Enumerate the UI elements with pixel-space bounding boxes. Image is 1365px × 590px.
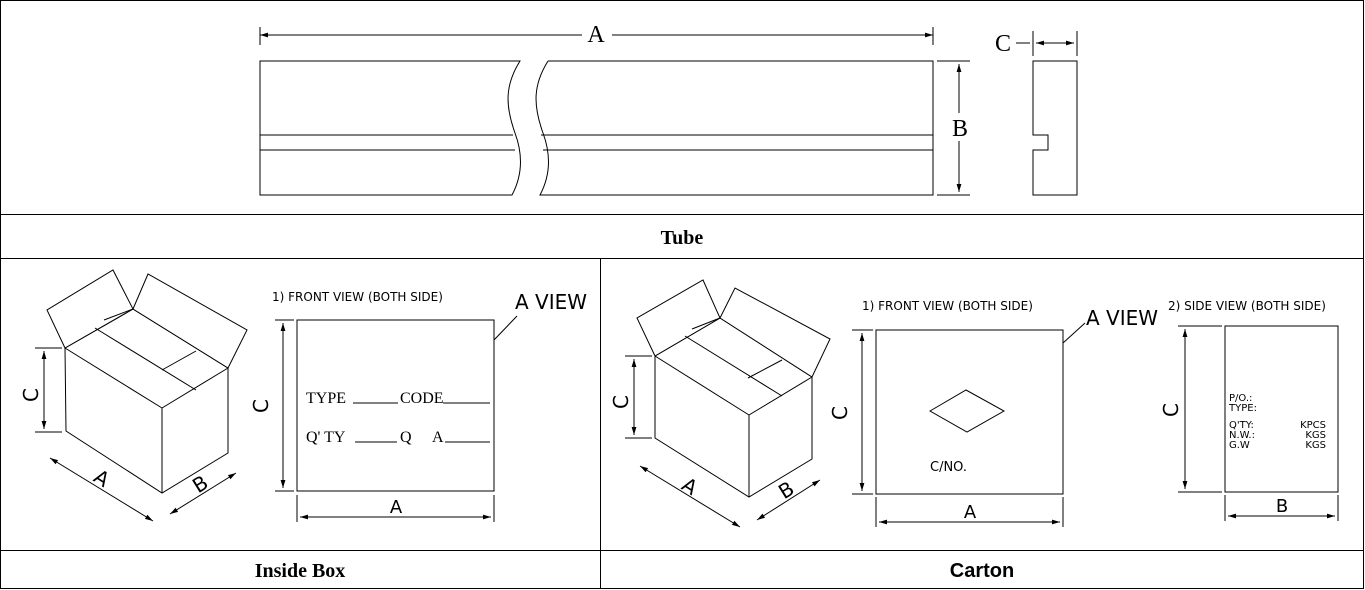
carton-side-dim-c: C — [1159, 403, 1183, 417]
inside-box-a-view-label: A VIEW — [515, 290, 587, 314]
tube-drawing: A B C — [259, 22, 1078, 196]
carton-side-unit-nw: KGS — [1305, 430, 1326, 441]
inside-box-a-label: A — [432, 429, 444, 446]
carton-iso-b: B — [774, 476, 798, 504]
inside-box-caption: Inside Box — [255, 560, 346, 582]
carton-side-line-gw: G.W — [1229, 440, 1250, 451]
carton-diamond-mark — [928, 389, 1006, 433]
carton-side-line-type: TYPE: — [1228, 403, 1257, 414]
carton-iso-c: C — [609, 395, 633, 409]
carton-drawing: C A B 1) FRONT VIEW (BOTH SIDE) A VIEW C… — [609, 279, 1339, 528]
carton-side-panel — [1224, 325, 1339, 493]
inside-box-dim-a: A — [390, 497, 403, 518]
carton-dim-c: C — [828, 406, 852, 420]
tube-dim-a-label: A — [587, 22, 605, 48]
inside-box-iso-b: B — [188, 470, 212, 498]
inside-box-iso-a: A — [90, 464, 115, 492]
carton-iso-a: A — [678, 472, 703, 500]
inside-box-iso-c: C — [19, 388, 43, 402]
inside-box-code-label: CODE — [400, 390, 444, 407]
carton-caption: Carton — [950, 560, 1014, 582]
inside-box-front-panel — [296, 319, 495, 492]
inside-box-front-view-title: 1) FRONT VIEW (BOTH SIDE) — [272, 290, 443, 304]
carton-dim-a: A — [964, 502, 977, 523]
inside-box-type-label: TYPE — [306, 390, 346, 407]
inside-box-qty-label: Q' TY — [306, 429, 346, 446]
carton-side-unit-gw: KGS — [1305, 440, 1326, 451]
carton-front-panel — [875, 329, 1064, 495]
carton-a-view-label: A VIEW — [1086, 306, 1158, 330]
inside-box-drawing: C A B 1) FRONT VIEW (BOTH SIDE) A VIEW T… — [19, 269, 587, 522]
tube-dim-b-label: B — [952, 116, 968, 142]
tube-caption: Tube — [661, 227, 704, 249]
inside-box-isometric: C A B — [19, 269, 248, 522]
inside-box-q-label: Q — [400, 429, 412, 446]
carton-side-line-qty: Q'TY: — [1229, 420, 1254, 431]
carton-side-view-title: 2) SIDE VIEW (BOTH SIDE) — [1168, 299, 1326, 313]
inside-box-dim-c: C — [249, 399, 273, 413]
tube-dim-c-label: C — [995, 31, 1011, 57]
carton-side-line-po: P/O.: — [1229, 393, 1252, 404]
carton-isometric: C A B — [609, 279, 831, 528]
carton-front-view-title: 1) FRONT VIEW (BOTH SIDE) — [862, 299, 1033, 313]
carton-dim-b: B — [1276, 496, 1288, 517]
carton-side-unit-kpcs: KPCS — [1300, 420, 1326, 431]
carton-side-line-nw: N.W.: — [1229, 430, 1255, 441]
carton-cno-label: C/NO. — [930, 460, 967, 475]
